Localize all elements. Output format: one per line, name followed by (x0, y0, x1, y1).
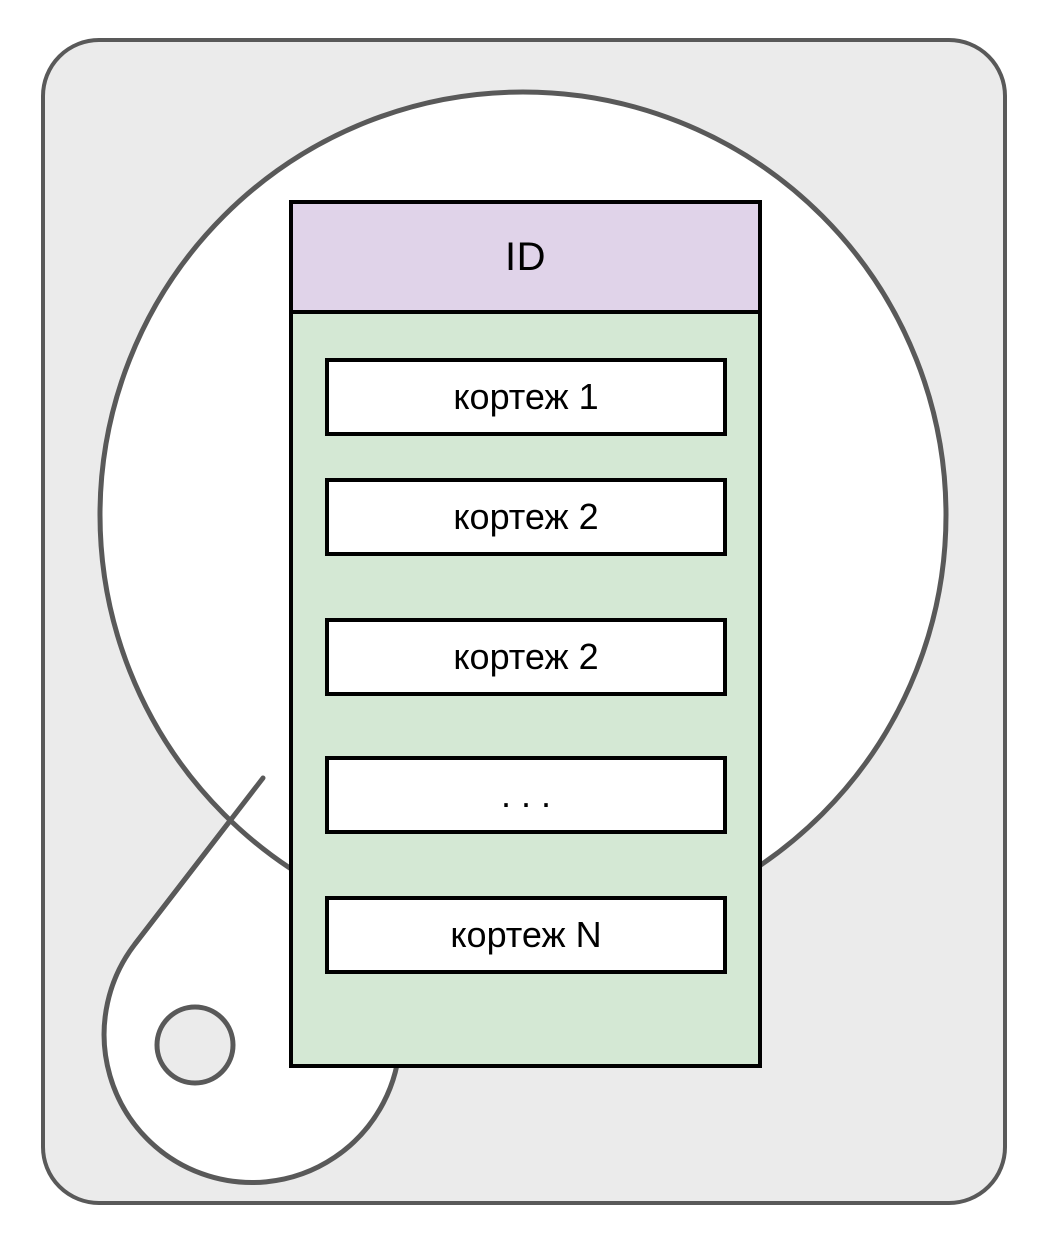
table-row-label: кортеж 2 (453, 636, 599, 677)
table-row: кортеж 2 (325, 618, 727, 696)
table-row-label: кортеж 2 (453, 496, 599, 537)
table-row: кортеж N (325, 896, 727, 974)
table-header: ID (293, 204, 758, 314)
magnifier-handle-hole (154, 1004, 236, 1086)
table-row-label: кортеж N (450, 914, 602, 955)
magnifier-handle-edge-left (132, 775, 266, 947)
table-row-label: . . . (500, 774, 551, 815)
table-row-ellipsis: . . . (325, 756, 727, 834)
table-body: кортеж 1 кортеж 2 кортеж 2 . . . кортеж … (293, 314, 758, 1064)
table-row-label: кортеж 1 (453, 376, 599, 417)
table-row: кортеж 2 (325, 478, 727, 556)
relation-table: ID кортеж 1 кортеж 2 кортеж 2 . . . корт… (289, 200, 762, 1068)
table-row: кортеж 1 (325, 358, 727, 436)
table-header-label: ID (505, 235, 546, 279)
